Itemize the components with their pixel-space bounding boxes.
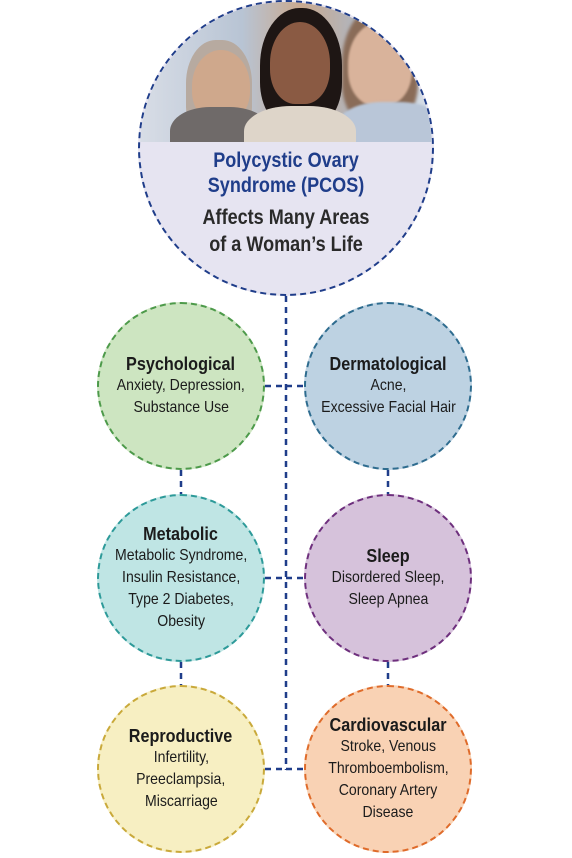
metabolic-line-4: Obesity xyxy=(157,613,205,630)
sleep-line-1: Disordered Sleep, xyxy=(331,569,445,586)
pcos-main-circle: Polycystic Ovary Syndrome (PCOS) Affects… xyxy=(138,0,434,296)
psychological-line-2: Substance Use xyxy=(133,399,229,416)
sleep-line-2: Sleep Apnea xyxy=(348,591,428,608)
reproductive-line-1: Infertility, xyxy=(153,749,209,766)
psychological-circle: Psychological Anxiety, Depression, Subst… xyxy=(97,302,265,470)
metabolic-line-1: Metabolic Syndrome, xyxy=(114,547,248,564)
cardiovascular-circle: Cardiovascular Stroke, Venous Thromboemb… xyxy=(304,685,472,853)
main-subtitle-line-2: of a Woman’s Life xyxy=(209,233,363,256)
woman-right-face xyxy=(348,22,412,106)
main-text: Polycystic Ovary Syndrome (PCOS) Affects… xyxy=(140,148,432,258)
reproductive-title: Reproductive xyxy=(129,726,233,746)
metabolic-line-3: Type 2 Diabetes, xyxy=(128,591,234,608)
reproductive-circle: Reproductive Infertility, Preeclampsia, … xyxy=(97,685,265,853)
woman-center-body xyxy=(244,106,356,142)
cardiovascular-line-4: Disease xyxy=(362,804,414,821)
woman-center-face xyxy=(270,22,330,104)
main-subtitle: Affects Many Areas of a Woman’s Life xyxy=(160,204,411,258)
dermatological-circle: Dermatological Acne, Excessive Facial Ha… xyxy=(304,302,472,470)
metabolic-circle: Metabolic Metabolic Syndrome, Insulin Re… xyxy=(97,494,265,662)
reproductive-line-2: Preeclampsia, xyxy=(136,771,226,788)
psychological-title: Psychological xyxy=(126,354,236,374)
reproductive-line-3: Miscarriage xyxy=(144,793,218,810)
main-title-line-1: Polycystic Ovary xyxy=(213,149,359,172)
dermatological-line-2: Excessive Facial Hair xyxy=(320,399,456,416)
sleep-title: Sleep xyxy=(366,546,410,566)
cardiovascular-line-1: Stroke, Venous xyxy=(340,738,436,755)
dermatological-title: Dermatological xyxy=(329,354,447,374)
cardiovascular-line-2: Thromboembolism, xyxy=(327,760,449,777)
psychological-line-1: Anxiety, Depression, xyxy=(116,377,246,394)
metabolic-line-2: Insulin Resistance, xyxy=(121,569,241,586)
main-title-line-2: Syndrome (PCOS) xyxy=(207,174,365,197)
metabolic-title: Metabolic xyxy=(143,524,219,544)
sleep-circle: Sleep Disordered Sleep, Sleep Apnea xyxy=(304,494,472,662)
women-photo xyxy=(140,2,432,142)
cardiovascular-line-3: Coronary Artery xyxy=(338,782,438,799)
cardiovascular-title: Cardiovascular xyxy=(329,715,447,735)
dermatological-line-1: Acne, xyxy=(369,377,406,394)
main-subtitle-line-1: Affects Many Areas xyxy=(202,206,370,229)
